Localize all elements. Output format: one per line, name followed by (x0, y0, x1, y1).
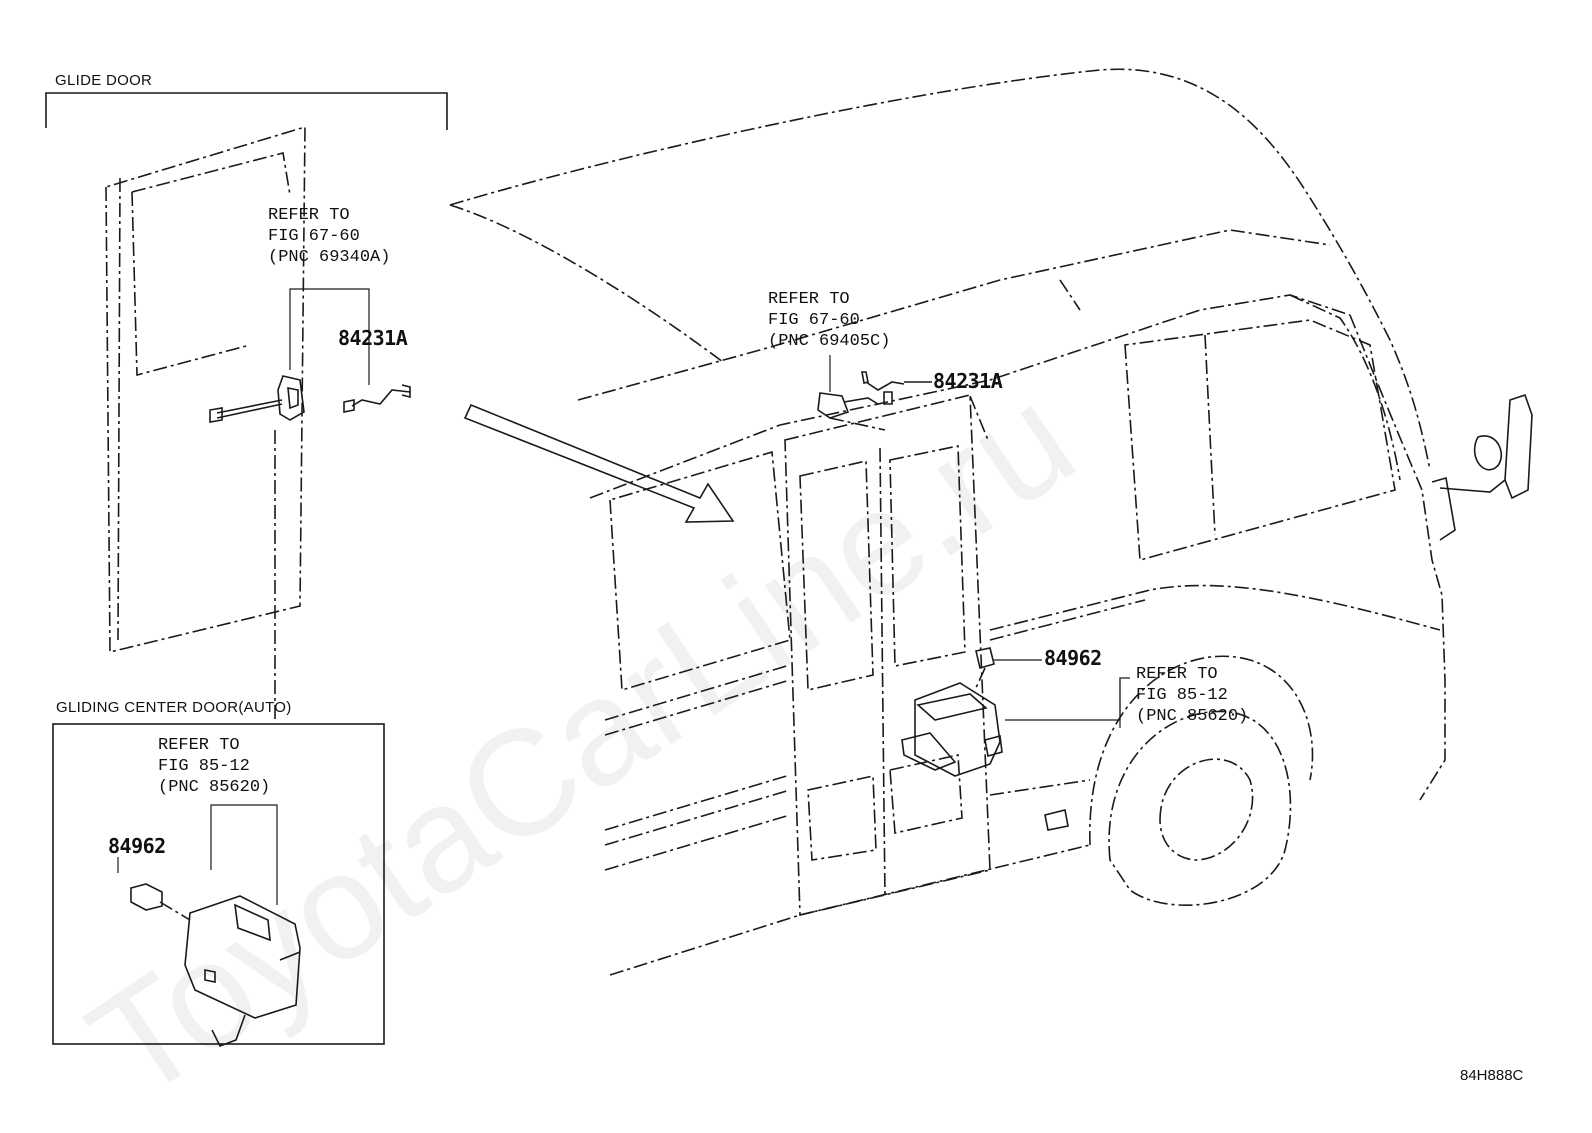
gliding-center-door-label: GLIDING CENTER DOOR(AUTO) (56, 699, 292, 716)
right-actuator (901, 647, 1130, 777)
part-number-84962-inset: 84962 (108, 834, 166, 858)
refer-fig-67-60-pnc-69405c: REFER TO FIG 67-60 (PNC 69405C) (768, 290, 891, 351)
part-number-84962-right: 84962 (1044, 646, 1102, 670)
diagram-drawing (45, 68, 1533, 1048)
diagram-code: 84H888C (1460, 1067, 1524, 1084)
parts-diagram: ToyotaCarLine.ru (45, 68, 1533, 1131)
pointer-arrow (463, 403, 735, 523)
part-number-84231a-right: 84231A (933, 369, 1003, 393)
part-number-84231a-left: 84231A (338, 326, 408, 350)
refer-fig-85-12-pnc-85620-inset: REFER TO FIG 85-12 (PNC 85620) (158, 736, 271, 797)
van-body (449, 68, 1533, 976)
glide-door-bracket (45, 92, 448, 130)
glide-door-panel (105, 125, 411, 720)
gliding-center-door-box (52, 723, 385, 1048)
refer-fig-85-12-pnc-85620-right: REFER TO FIG 85-12 (PNC 85620) (1136, 665, 1249, 726)
glide-door-label: GLIDE DOOR (55, 72, 153, 89)
right-upper-latch (817, 355, 932, 431)
refer-fig-67-60-pnc-69340a: REFER TO FIG 67-60 (PNC 69340A) (268, 206, 391, 267)
